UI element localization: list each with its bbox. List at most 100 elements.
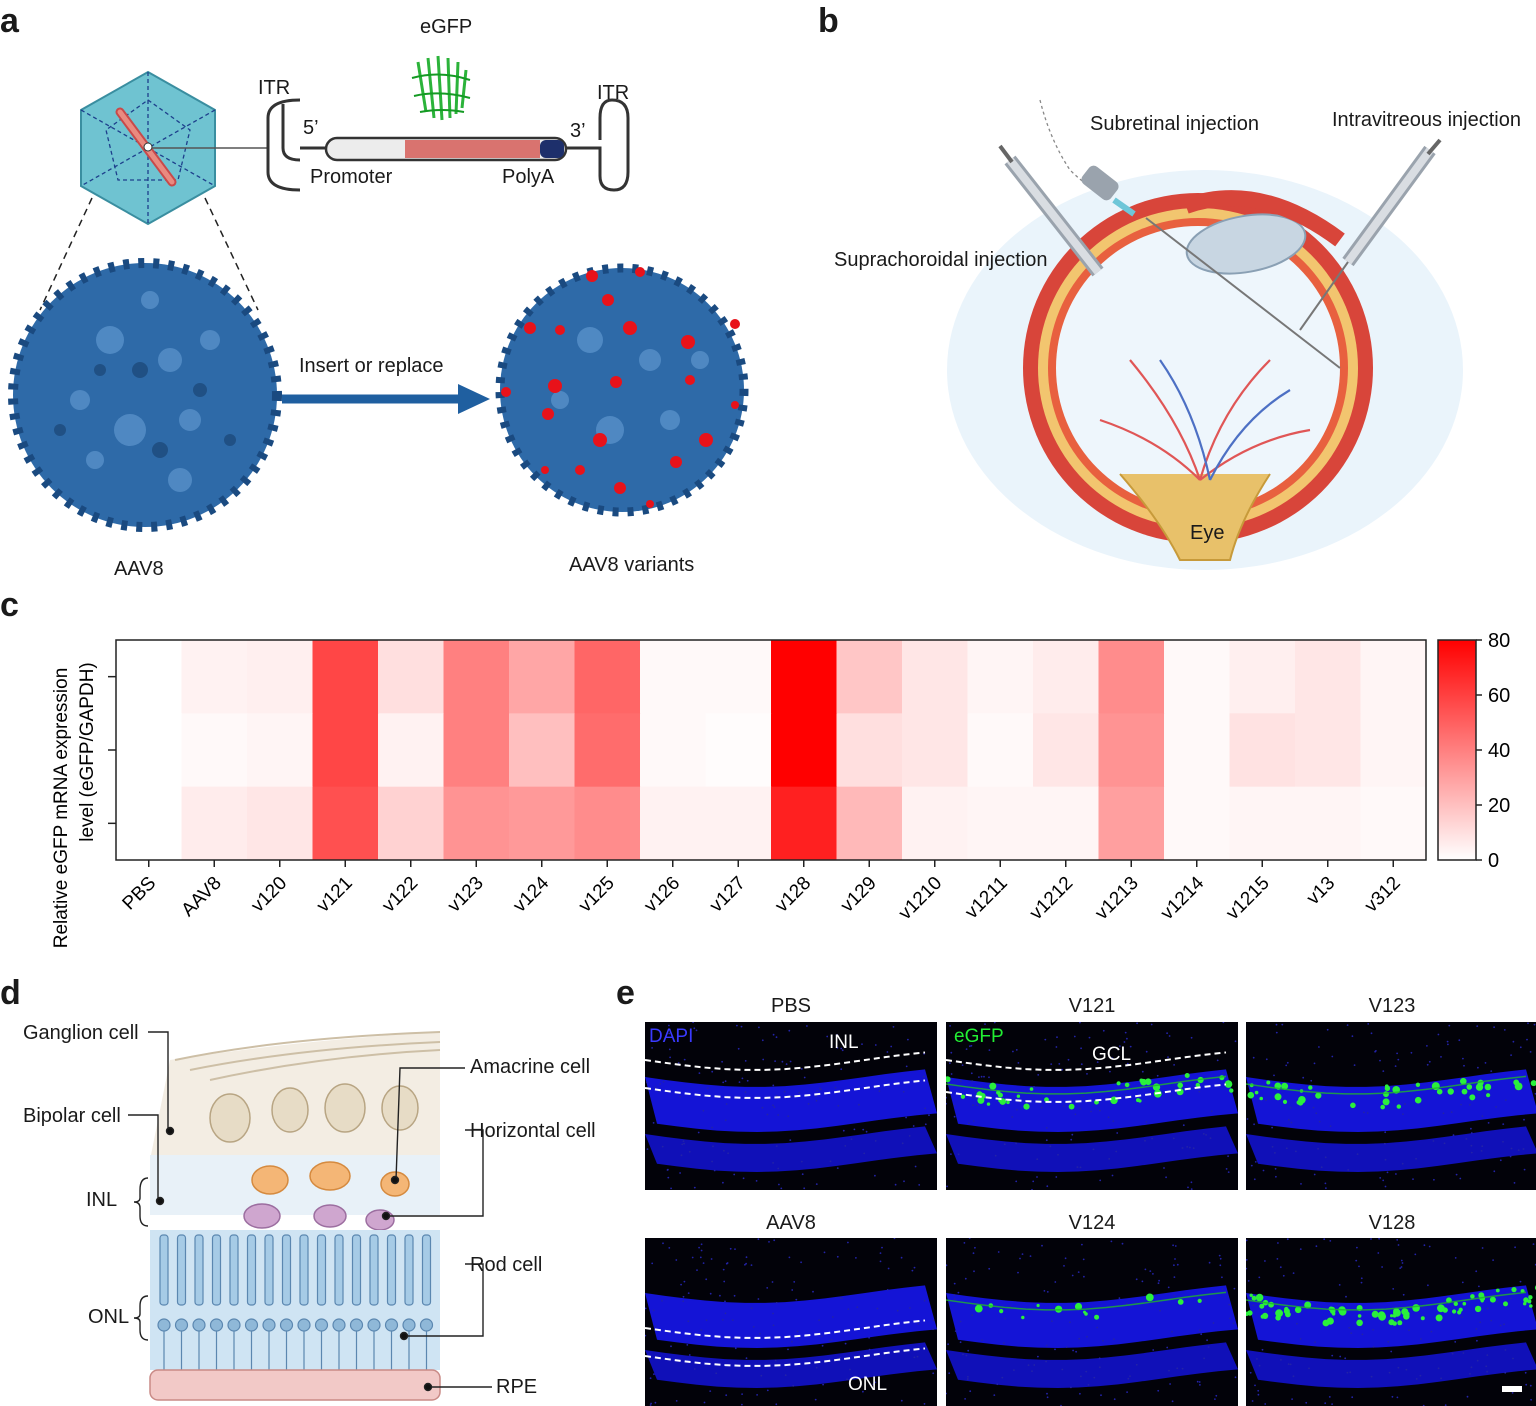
horizontal-cell-label: Horizontal cell [470, 1120, 596, 1142]
panel-a-graphic [8, 55, 749, 532]
aav8-label: AAV8 [114, 558, 164, 580]
heatmap-cell-v1214-row1 [1164, 640, 1230, 714]
eye-label: Eye [1190, 522, 1225, 544]
x-tick-label-v1214: v1214 [1157, 872, 1209, 924]
heatmap-cell-v120-row3 [247, 786, 313, 861]
heatmap-cell-v124-row2 [509, 713, 575, 788]
heatmap-cell-v121-row3 [312, 786, 379, 861]
micrograph-title-v124: V124 [1068, 1212, 1116, 1234]
heatmap-cell-PBS-row2 [116, 713, 182, 788]
heatmap-cell-v1212-row3 [1033, 786, 1099, 861]
syringe-suprachoroidal-icon [998, 144, 1104, 277]
x-tick-label-v125: v125 [575, 873, 619, 917]
x-tick-label-v121: v121 [313, 873, 357, 917]
aav8-variant-particle-icon [495, 263, 749, 517]
heatmap-cell-v13-row2 [1295, 713, 1361, 788]
x-tick-label-AAV8: AAV8 [178, 873, 226, 921]
heatmap-cell-v1215-row1 [1229, 640, 1296, 714]
polya-label: PolyA [502, 166, 555, 188]
inl-label-e: INL [829, 1032, 859, 1053]
onl-label-e: ONL [848, 1374, 888, 1395]
scale-bar [1502, 1386, 1522, 1392]
x-tick-label-v1211: v1211 [961, 873, 1011, 923]
x-tick-label-v129: v129 [837, 873, 881, 917]
heatmap-cell-v129-row1 [836, 640, 903, 714]
x-tick-label-v126: v126 [640, 873, 684, 917]
panel-label-e: e [616, 974, 635, 1012]
promoter-label: Promoter [310, 166, 393, 188]
itr-right-label: ITR [597, 82, 630, 104]
heatmap-cell-v120-row1 [247, 640, 313, 714]
heatmap-cell-v1210-row1 [902, 640, 968, 714]
aav8-particle-icon [8, 258, 282, 532]
x-tick-label-v312: v312 [1361, 873, 1405, 917]
x-tick-label-v123: v123 [444, 873, 488, 917]
itr-left-label: ITR [258, 77, 291, 99]
dapi-label: DAPI [649, 1026, 694, 1047]
intravitreous-label: Intravitreous injection [1332, 109, 1521, 131]
panel-b-eye-graphic [947, 99, 1463, 570]
egfp-label-e: eGFP [954, 1026, 1004, 1047]
amacrine-cell-label: Amacrine cell [470, 1056, 591, 1078]
x-tick-label-v13: v13 [1303, 873, 1340, 910]
micrograph-pbs: DAPI INL [645, 1022, 937, 1190]
colorbar-tick-label-80: 80 [1488, 630, 1510, 652]
heatmap-cell-v123-row2 [443, 713, 510, 788]
eye-icon [947, 170, 1463, 570]
heatmap-cell-v312-row2 [1360, 713, 1427, 788]
gcl-label: GCL [1092, 1044, 1132, 1065]
colorbar-tick-label-20: 20 [1488, 795, 1510, 817]
x-tick-label-v127: v127 [706, 873, 750, 917]
heatmap-cell-v128-row1 [771, 640, 837, 714]
heatmap-cell-v1213-row2 [1098, 713, 1165, 788]
panel-d-retina-graphic [128, 1031, 492, 1401]
heatmap-cell-v127-row1 [705, 640, 772, 714]
heatmap-cell-v312-row3 [1360, 786, 1427, 861]
heatmap-cell-v1210-row2 [902, 713, 968, 788]
heatmap-cell-v122-row3 [378, 786, 444, 861]
colorbar-tick-label-60: 60 [1488, 685, 1510, 707]
heatmap-cell-v127-row3 [705, 786, 772, 861]
micrograph-v124 [946, 1238, 1238, 1406]
heatmap-cell-v124-row3 [509, 786, 575, 861]
x-tick-label-v1215: v1215 [1222, 873, 1273, 924]
micrograph-title-v123: V123 [1368, 995, 1416, 1017]
aav8-variants-label: AAV8 variants [569, 554, 695, 576]
heatmap-cell-PBS-row3 [116, 786, 182, 861]
heatmap-cell-AAV8-row1 [181, 640, 248, 714]
panel-label-a: a [0, 2, 19, 40]
subretinal-label: Subretinal injection [1090, 113, 1259, 135]
y-axis-label: Relative eGFP mRNA expression level (eGF… [51, 662, 98, 948]
colorbar-tick-label-0: 0 [1488, 850, 1499, 872]
heatmap-cell-v120-row2 [247, 713, 313, 788]
heatmap-cell-AAV8-row2 [181, 713, 248, 788]
heatmap-cell-v122-row1 [378, 640, 444, 714]
heatmap-cells [116, 640, 1427, 861]
heatmap-cell-v1210-row3 [902, 786, 968, 861]
heatmap-cell-v129-row3 [836, 786, 903, 861]
bipolar-cell-label: Bipolar cell [23, 1105, 121, 1127]
y-axis-label-line1: Relative eGFP mRNA expression [51, 668, 72, 949]
heatmap-cell-v125-row1 [574, 640, 641, 714]
three-prime-label: 3’ [570, 120, 586, 142]
micrograph-v128 [1246, 1238, 1536, 1406]
heatmap-cell-v128-row3 [771, 786, 837, 861]
colorbar [1437, 639, 1477, 861]
panel-label-b: b [818, 2, 839, 40]
x-tick-label-v1212: v1212 [1026, 873, 1077, 924]
heatmap-cell-AAV8-row3 [181, 786, 248, 861]
insert-replace-label: Insert or replace [299, 355, 444, 377]
panel-label-c: c [0, 586, 19, 624]
heatmap-cell-v312-row1 [1360, 640, 1427, 714]
heatmap-cell-v1211-row2 [967, 713, 1034, 788]
heatmap-cell-v1214-row3 [1164, 786, 1230, 861]
heatmap-cell-v126-row2 [640, 713, 706, 788]
micrograph-v121: eGFP GCL [946, 1022, 1238, 1190]
heatmap-cell-v121-row2 [312, 713, 379, 788]
heatmap-cell-v1212-row2 [1033, 713, 1099, 788]
heatmap-cell-v1211-row3 [967, 786, 1034, 861]
inl-label-d: INL [86, 1189, 118, 1211]
heatmap-cell-v124-row1 [509, 640, 575, 714]
